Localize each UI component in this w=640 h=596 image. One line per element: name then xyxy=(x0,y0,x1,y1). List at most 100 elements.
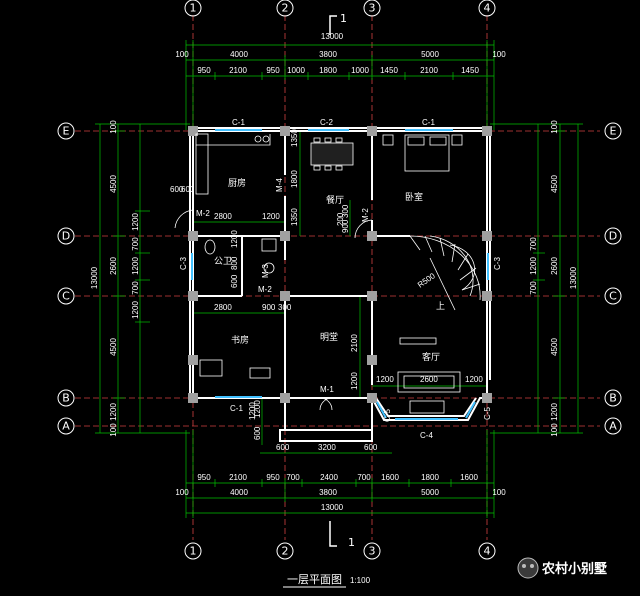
dim-int-11: 300 xyxy=(278,303,292,312)
dim-right-o-1: 4500 xyxy=(550,175,559,193)
dimension-labels-bottom: 950 2100 950 700 2400 700 1600 1800 1600… xyxy=(175,473,506,512)
plan-scale: 1:100 xyxy=(350,576,371,585)
door-label-m2-center: M-2 xyxy=(361,208,370,222)
dim-int-6: 1350 xyxy=(290,208,299,226)
dim-right-i-0: 700 xyxy=(529,237,538,251)
watermark-text: 农村小别墅 xyxy=(541,561,607,577)
dim-right-o-0: 100 xyxy=(550,120,559,134)
dim-top-total: 13000 xyxy=(321,32,344,41)
axis-label-col-2-bottom: 2 xyxy=(282,545,289,558)
axis-label-row-a-right: A xyxy=(609,420,617,433)
window-label-c5-right: C-5 xyxy=(483,407,492,420)
dim-bot-r2-8: 1600 xyxy=(460,473,478,482)
windows xyxy=(191,129,489,420)
dim-int-12: 2100 xyxy=(350,334,359,352)
section-mark-bottom xyxy=(329,521,337,547)
window-label-c1-top-right: C-1 xyxy=(422,118,435,127)
axis-grid xyxy=(75,15,600,540)
dim-int-22: 1200 xyxy=(230,230,239,248)
dim-int-13: 1200 xyxy=(350,372,359,390)
window-label-c1-top-left: C-1 xyxy=(232,118,245,127)
dim-left-o-4: 1200 xyxy=(109,403,118,421)
dim-top-r2-7: 2100 xyxy=(420,66,438,75)
dim-left-i-2: 1200 xyxy=(131,257,140,275)
dim-left-total: 13000 xyxy=(90,266,99,289)
dim-int-17: 600 xyxy=(276,443,290,452)
axis-label-col-3: 3 xyxy=(369,2,376,15)
dim-int-16: 1200 xyxy=(465,375,483,384)
dim-int-18: 3200 xyxy=(318,443,336,452)
dim-top-r2-1: 2100 xyxy=(229,66,247,75)
axis-bubbles xyxy=(57,0,622,560)
fixtures xyxy=(174,133,481,414)
dim-left-o-2: 2600 xyxy=(109,257,118,275)
dim-top-r2-3: 1000 xyxy=(287,66,305,75)
dimension-lines xyxy=(95,40,583,518)
dim-top-r2-8: 1450 xyxy=(461,66,479,75)
door-label-m3: M-3 xyxy=(261,264,270,278)
axis-label-col-4-bottom: 4 xyxy=(484,545,491,558)
section-mark-bottom-label: 1 xyxy=(348,536,355,549)
dim-int-15: 2600 xyxy=(420,375,438,384)
window-label-c5-left: C-5 xyxy=(383,409,392,422)
dim-right-o-4: 1200 xyxy=(550,403,559,421)
room-label-bedroom: 卧室 xyxy=(405,191,423,203)
dim-int-23: 800 xyxy=(230,256,239,270)
dim-right-o-5: 100 xyxy=(550,423,559,437)
dim-top-r2-2: 950 xyxy=(266,66,280,75)
dim-int-5: 1800 xyxy=(290,170,299,188)
dim-bot-r2-4: 2400 xyxy=(320,473,338,482)
dim-int-24: 600 xyxy=(230,274,239,288)
dim-bot-r2-3: 700 xyxy=(286,473,300,482)
axis-label-col-1: 1 xyxy=(190,2,197,15)
dimension-labels-interior: 600 600 2800 1200 1350 1800 1350 300 900… xyxy=(170,129,483,452)
dim-int-3: 1200 xyxy=(262,212,280,221)
axis-label-row-a: A xyxy=(62,420,70,433)
dimension-labels-left: 100 4500 2600 4500 1200 100 13000 1200 7… xyxy=(90,120,140,437)
dim-left-o-1: 4500 xyxy=(109,175,118,193)
dim-int-26: 1200 xyxy=(248,402,257,420)
axis-label-row-c: C xyxy=(62,290,70,303)
window-label-c3-left: C-3 xyxy=(179,257,188,270)
dim-top-r1-3: 5000 xyxy=(421,50,439,59)
room-label-bathroom: 公卫 xyxy=(214,256,232,267)
door-label-m2-kitchen: M-2 xyxy=(196,209,210,218)
dim-top-r1-0: 100 xyxy=(175,50,189,59)
dim-bot-total: 13000 xyxy=(321,503,344,512)
window-label-c3-right: C-3 xyxy=(493,257,502,270)
axis-label-row-b-right: B xyxy=(609,392,617,405)
dim-bot-r1-2: 3800 xyxy=(319,488,337,497)
dimension-labels-right: 100 4500 2600 4500 1200 100 13000 700 12… xyxy=(529,120,578,437)
dim-int-10: 900 xyxy=(262,303,276,312)
dim-top-r1-4: 100 xyxy=(492,50,506,59)
dim-top-r2-6: 1450 xyxy=(380,66,398,75)
dim-int-19: 600 xyxy=(364,443,378,452)
room-label-study: 书房 xyxy=(231,334,249,346)
dim-int-21: 600 xyxy=(253,426,262,440)
dim-bot-r1-3: 5000 xyxy=(421,488,439,497)
dim-int-25: 200 xyxy=(336,212,345,226)
dim-right-i-2: 700 xyxy=(529,281,538,295)
dim-right-i-1: 1200 xyxy=(529,257,538,275)
dim-left-i-3: 700 xyxy=(131,281,140,295)
axis-label-row-d: D xyxy=(62,230,70,243)
axis-label-col-2: 2 xyxy=(282,2,289,15)
axis-label-row-b: B xyxy=(62,392,70,405)
window-label-c4: C-4 xyxy=(420,431,433,440)
dim-top-r1-2: 3800 xyxy=(319,50,337,59)
dim-left-i-0: 1200 xyxy=(131,213,140,231)
window-label-c2-top: C-2 xyxy=(320,118,333,127)
dim-bot-r2-0: 950 xyxy=(197,473,211,482)
dim-left-o-3: 4500 xyxy=(109,338,118,356)
axis-label-col-3-bottom: 3 xyxy=(369,545,376,558)
dim-bot-r1-4: 100 xyxy=(492,488,506,497)
dim-left-i-4: 1200 xyxy=(131,301,140,319)
dim-int-2: 2800 xyxy=(214,212,232,221)
dim-bot-r1-1: 4000 xyxy=(230,488,248,497)
dim-int-4: 1350 xyxy=(290,129,299,147)
dim-left-i-1: 700 xyxy=(131,237,140,251)
axis-label-row-e-right: E xyxy=(610,125,617,138)
stair-radius-label: R500 xyxy=(416,271,437,290)
plan-title: 一层平面图 xyxy=(287,573,342,586)
